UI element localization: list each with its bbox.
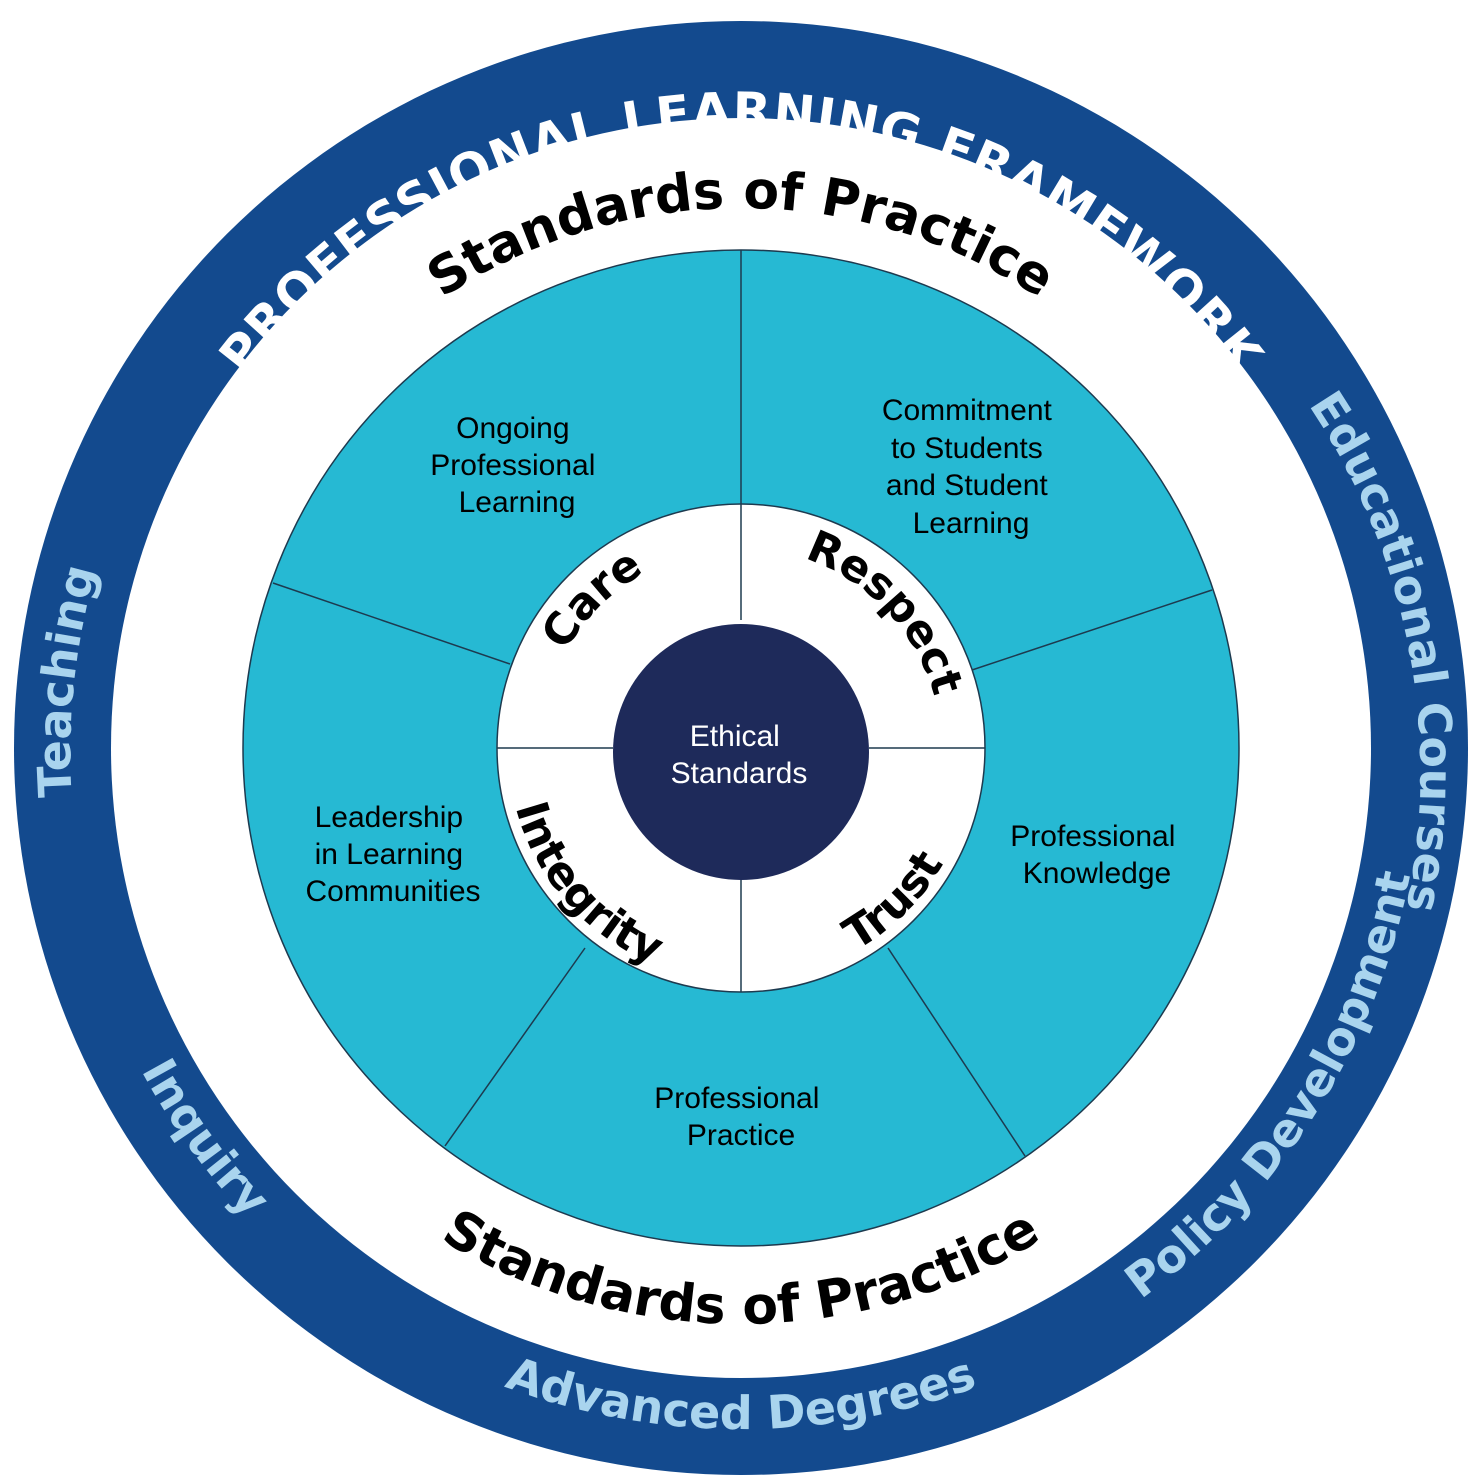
segment-dividers: [272, 250, 1213, 1157]
segment-commitment-to-students: Commitment to Students and Student Learn…: [882, 394, 1060, 540]
segment-professional-practice: Professional Practice: [654, 1082, 827, 1152]
center-ethical-standards: Ethical Standards: [671, 720, 808, 790]
values-dividers: [497, 504, 985, 992]
segment-leadership-in-learning-communities: Leadership in Learning Communities: [305, 801, 480, 908]
center-circle: [613, 624, 869, 880]
segment-ongoing-professional-learning: Ongoing Professional Learning: [430, 412, 603, 519]
segment-professional-knowledge: Professional Knowledge: [1010, 820, 1183, 890]
